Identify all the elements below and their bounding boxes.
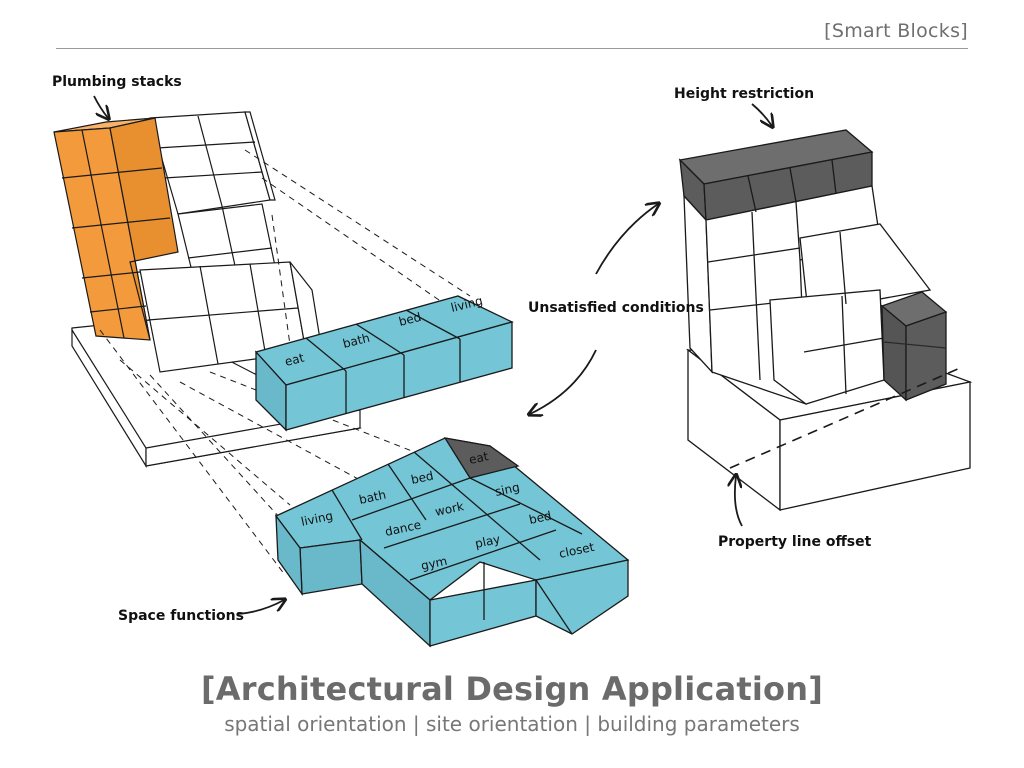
page-subtitle: spatial orientation | site orientation |… [224, 712, 800, 736]
space-functions-label: Space functions [118, 608, 244, 624]
right-building [678, 129, 973, 512]
floor-cell-bed: bed [410, 469, 435, 487]
projection-lines [99, 149, 471, 576]
plumbing-arrow [93, 95, 108, 118]
header-label: [Smart Blocks] [824, 20, 968, 42]
plumbing-side [109, 117, 179, 341]
property-arrow [735, 476, 742, 527]
bar-cell-eat: eat [283, 351, 306, 369]
floor-cell-eat: eat [468, 449, 490, 467]
space-arrow [237, 600, 284, 615]
bar-side [285, 321, 513, 431]
right-step-block [799, 223, 932, 313]
tower-side [244, 111, 276, 201]
arrows [93, 95, 772, 615]
floor-cell-gym: gym [420, 554, 449, 573]
floor-cell-work: work [434, 499, 465, 519]
bar-cell-bed: bed [397, 310, 422, 329]
floor-cell-bed-2: bed [528, 509, 553, 527]
floor-eat-cell [443, 437, 520, 479]
floor-plan [274, 437, 630, 648]
floor-cell-play: play [474, 532, 502, 551]
right-step-lower [769, 289, 885, 405]
floor-left-edge [275, 513, 303, 597]
space-bar [254, 295, 514, 432]
floor-front [429, 579, 537, 647]
property-line [729, 367, 961, 469]
right-dark-side [905, 311, 947, 401]
floor-cell-living: living [300, 509, 335, 529]
property-line-offset-label: Property line offset [718, 534, 872, 550]
page-title: [Architectural Design Application] [200, 670, 824, 708]
height-restriction-label: Height restriction [674, 86, 814, 102]
floor-cell-bath: bath [358, 488, 388, 507]
unsatisfied-conditions-label: Unsatisfied conditions [528, 300, 704, 316]
floor-cell-sing: sing [494, 480, 521, 499]
floor-front-left [299, 539, 363, 595]
bar-cell-bath: bath [341, 331, 371, 351]
plumbing-stacks-label: Plumbing stacks [52, 74, 182, 90]
unsatisfied-arrow-up [595, 204, 658, 275]
height-arrow [751, 103, 772, 126]
header-rule [56, 48, 968, 49]
plumbing-stack [53, 117, 179, 341]
unsatisfied-arrow-down [530, 349, 597, 414]
